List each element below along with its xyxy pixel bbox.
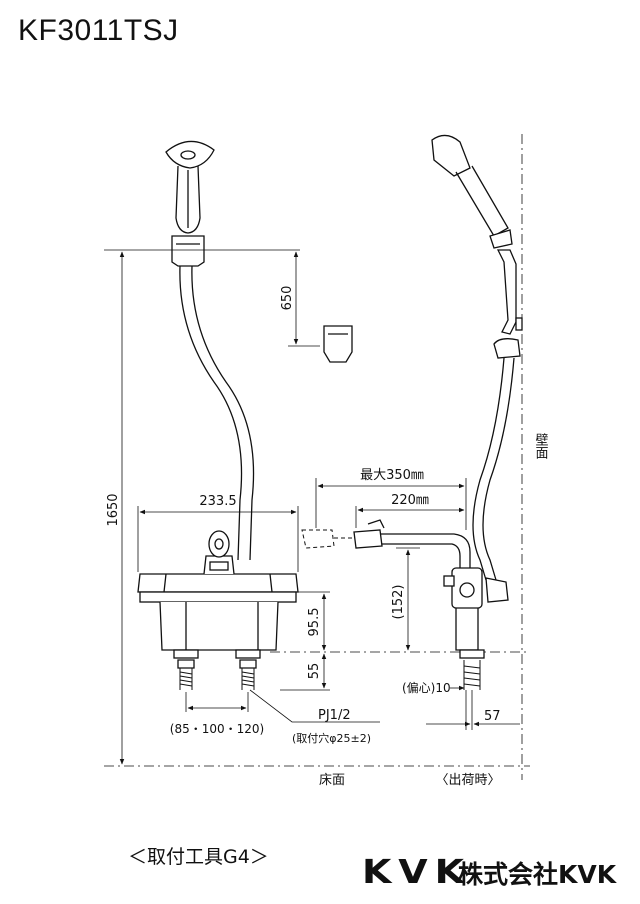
- model-title: KF3011TSJ: [18, 14, 179, 47]
- brand-logo: KVK: [362, 852, 471, 891]
- dim-wall-distance: 57: [484, 709, 501, 724]
- spout-max-ghost: [301, 529, 352, 549]
- dim-pipe: PJ1/2: [318, 708, 351, 723]
- faucet-body-front: [137, 530, 299, 651]
- label-floor: 床面: [319, 773, 345, 788]
- shower-hook-front: [171, 235, 205, 267]
- dim-leg-height: 55: [307, 663, 322, 680]
- label-wall: 壁面: [533, 433, 549, 459]
- shower-head-front: [165, 140, 215, 234]
- wall-hanger-side: [493, 249, 523, 359]
- dim-spout-reach: 220㎜: [391, 493, 429, 508]
- dim-hook-height: 650: [280, 286, 295, 311]
- dim-spacing: (85・100・120): [170, 722, 264, 736]
- tool-label: ＜取付工具G4＞: [128, 846, 269, 868]
- dim-max-reach: 最大350㎜: [360, 468, 424, 483]
- dim-body-height: 95.5: [307, 608, 322, 637]
- side-dimensions: [315, 478, 520, 730]
- dim-spout-height: (152): [391, 585, 406, 620]
- spout-side: [353, 519, 471, 572]
- brand-company-name: 株式会社KVK: [458, 860, 617, 889]
- body-side: [443, 567, 509, 690]
- faucet-legs-front: [173, 649, 261, 690]
- side-view: [301, 134, 523, 780]
- front-view: [137, 140, 353, 690]
- dim-offset: (偏心)10: [402, 680, 451, 695]
- front-dimensions: [104, 249, 530, 767]
- hook-detail: [323, 325, 353, 363]
- hose-front: [179, 265, 243, 561]
- dim-hole: (取付穴φ25±2): [292, 731, 371, 745]
- shower-head-side: [431, 134, 513, 249]
- label-shipping: 〈出荷時〉: [435, 773, 500, 788]
- dim-body-width: 233.5: [199, 494, 236, 509]
- dim-total-height: 1650: [106, 493, 121, 526]
